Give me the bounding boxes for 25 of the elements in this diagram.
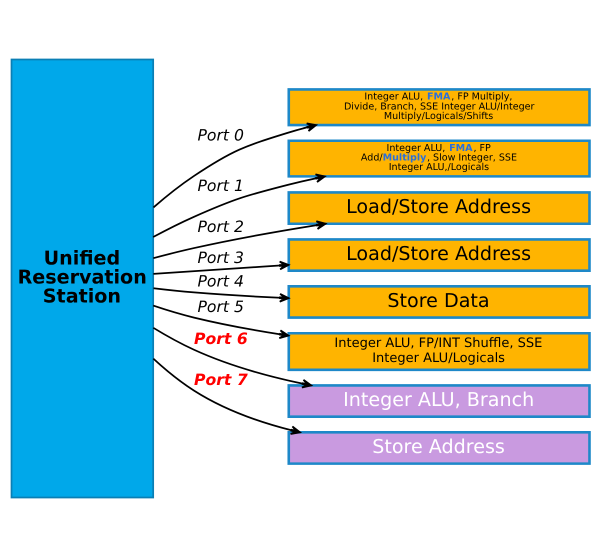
edge-label: Port 3 (198, 248, 244, 268)
node-box: Integer ALU, FP/INT Shuffle, SSE Integer ALU/Logicals (287, 332, 591, 372)
node-box: Unified Reservation Station (10, 58, 154, 498)
edge-label: Port 2 (198, 216, 244, 236)
arrow (153, 260, 290, 275)
arrow (152, 304, 290, 339)
arrow (152, 358, 301, 435)
node-box: Integer ALU, FMA, FP Add/Multiply, Slow Integer, SSE Integer ALU,/Logicals (287, 139, 591, 178)
edge-label: Port 1 (198, 176, 244, 196)
edge-label: Port 7 (194, 370, 248, 389)
node-box: Load/Store Address (287, 191, 591, 226)
node-box: Load/Store Address (287, 238, 591, 272)
edge-label: Port 0 (198, 126, 244, 145)
node-box: Store Address (287, 431, 591, 465)
arrow (152, 174, 326, 238)
node-box: Integer ALU, Branch (287, 384, 591, 418)
edge-label: Port 4 (198, 272, 244, 291)
edge-label: Port 6 (194, 329, 248, 348)
arrow (152, 122, 317, 208)
node-box: Integer ALU, FMA, FP Multiply, Divide, Branch, SSE Integer ALU/Integer Multiply/Logicals/Shifts (287, 88, 591, 126)
arrow (153, 220, 326, 260)
arrow (152, 327, 312, 388)
node-box: Store Data (287, 285, 591, 319)
arrow (153, 287, 290, 303)
edge-label: Port 5 (198, 296, 244, 316)
